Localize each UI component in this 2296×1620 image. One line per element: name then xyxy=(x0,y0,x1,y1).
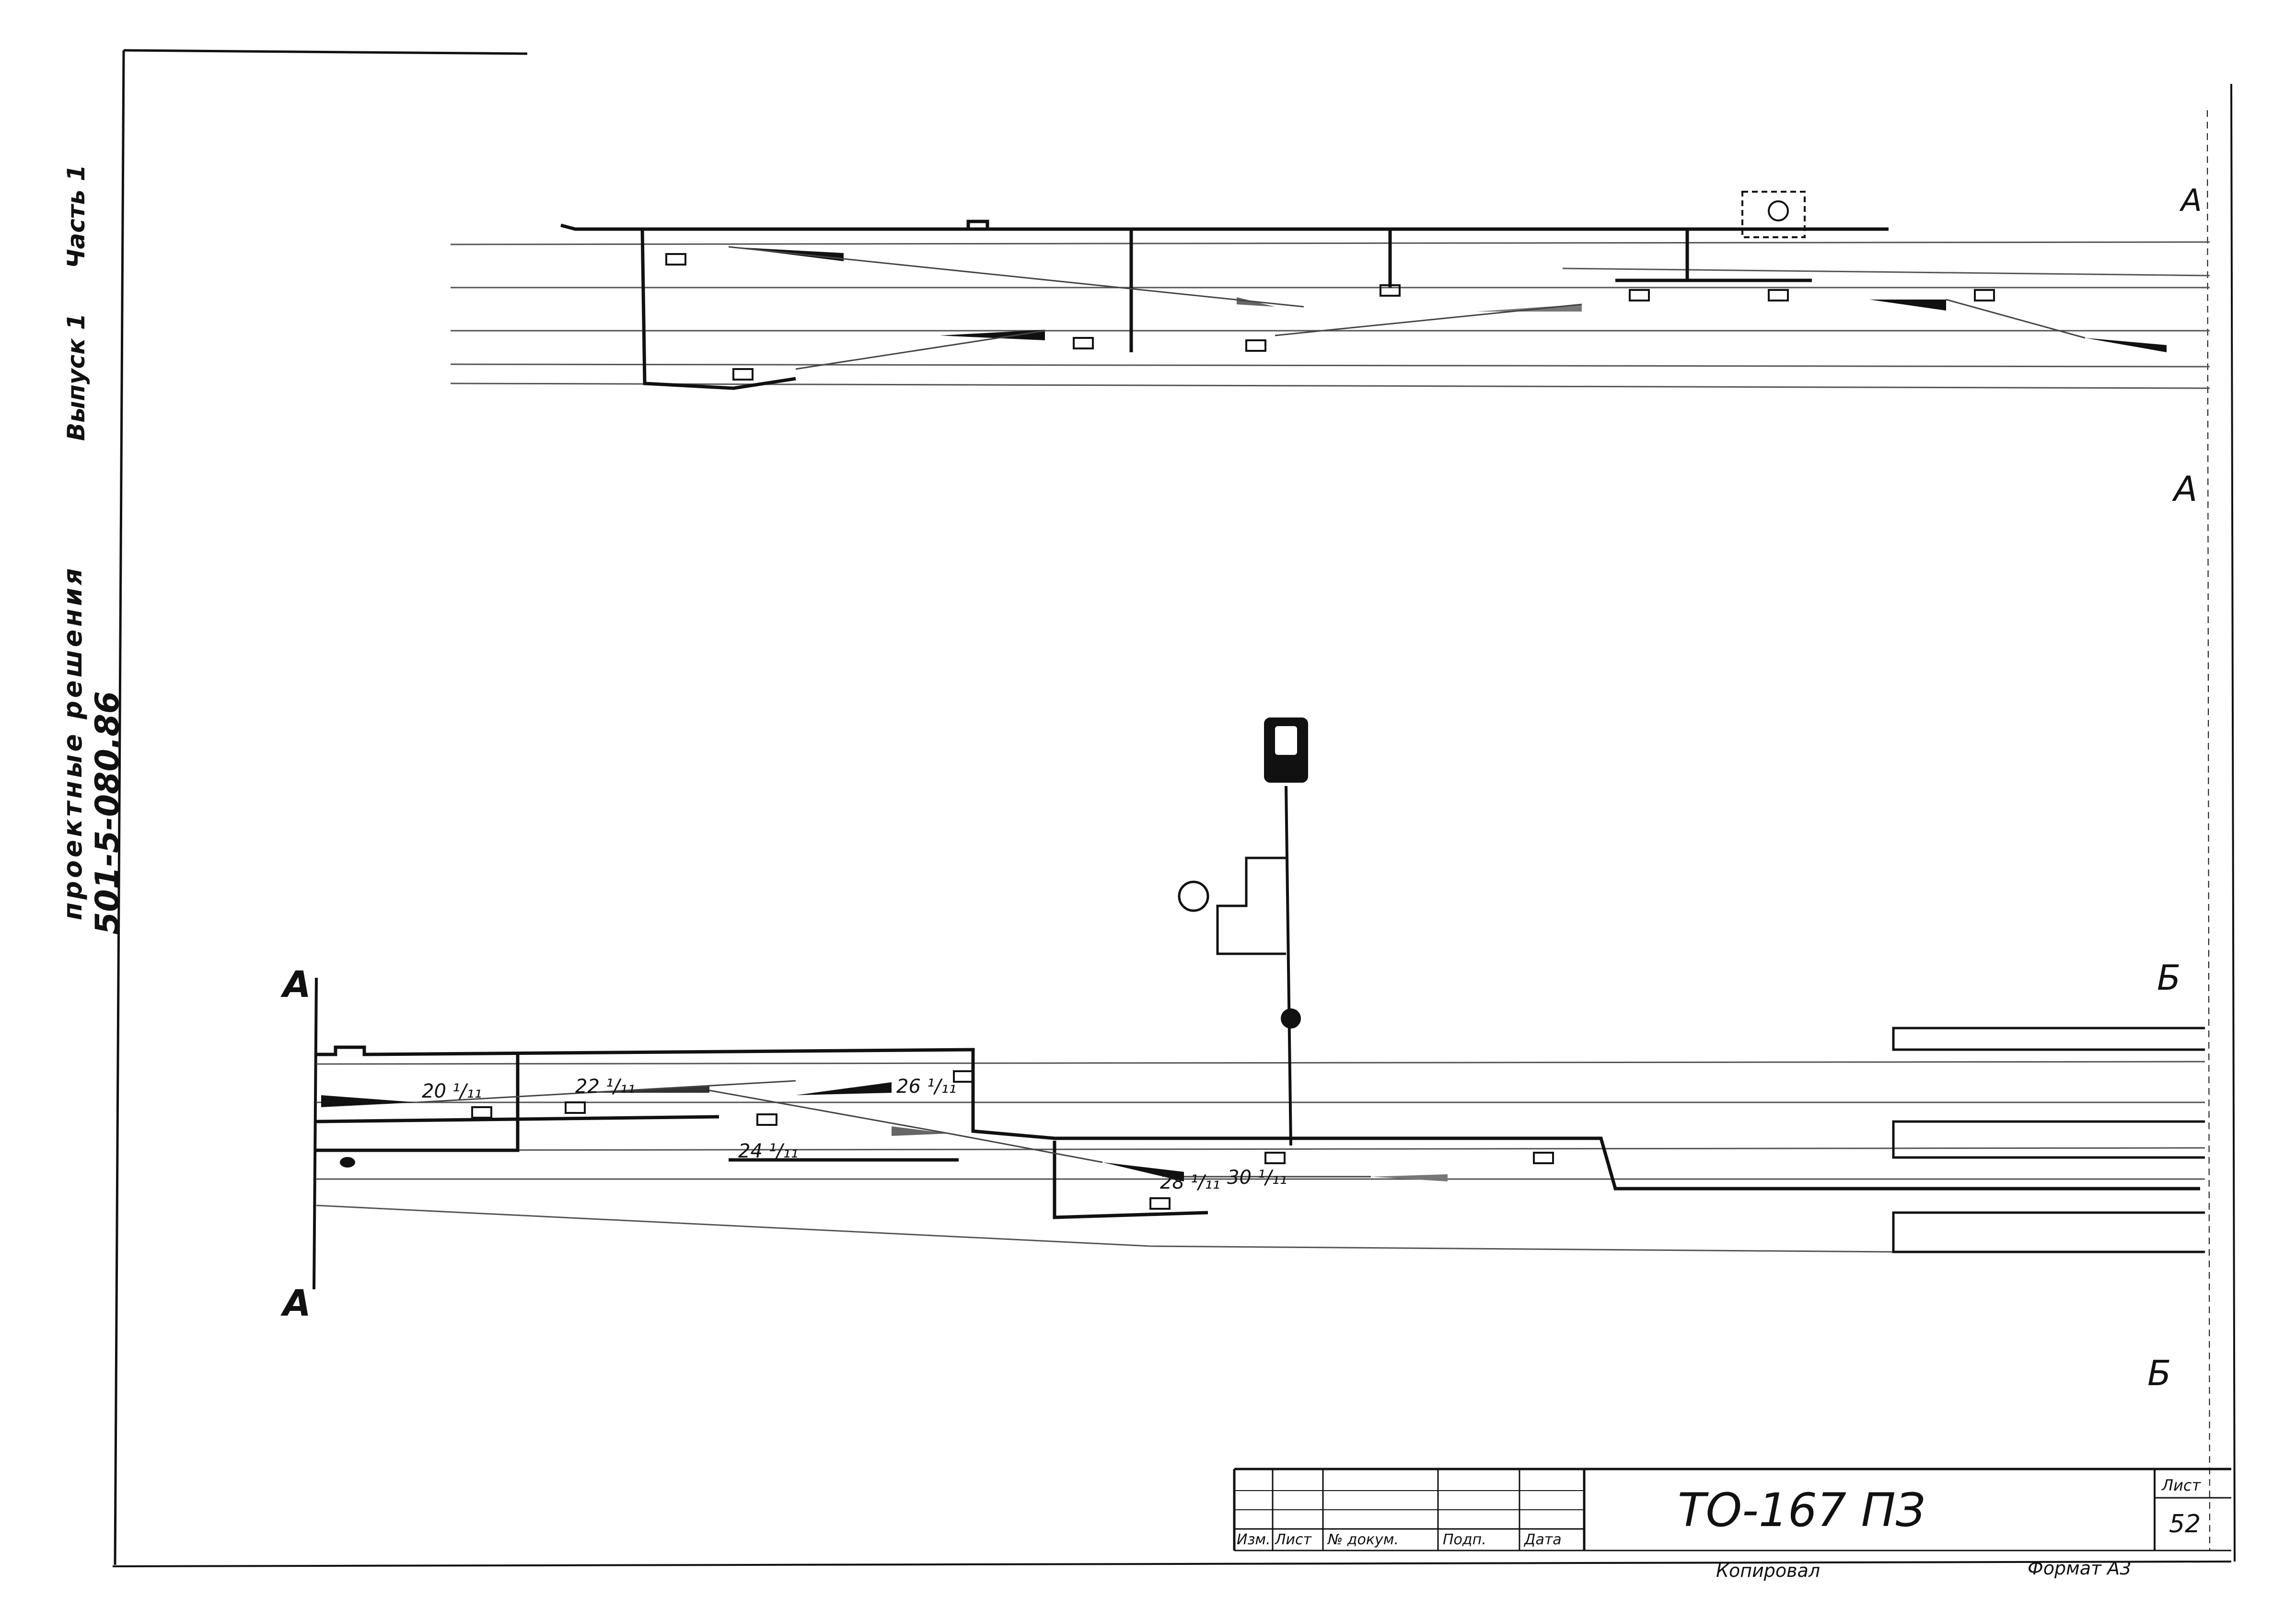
tb-col-podp: Подп. xyxy=(1443,1531,1486,1548)
label-turnout-26: 26 ¹/₁₁ xyxy=(896,1076,956,1098)
top-devices xyxy=(665,191,1995,381)
lower-plan xyxy=(313,717,2205,1290)
signal-tower xyxy=(1178,717,1308,1146)
top-cable-route xyxy=(560,220,1889,390)
label-turnout-30: 30 ¹/₁₁ xyxy=(1227,1167,1287,1189)
turnout-labels: 20 ¹/₁₁ 22 ¹/₁₁ 26 ¹/₁₁ 24 ¹/₁₁ 28 ¹/₁₁ … xyxy=(422,1076,1287,1193)
lower-cable-route xyxy=(316,1045,2200,1219)
lower-platform-outlines xyxy=(1892,1027,2205,1253)
label-turnout-22: 22 ¹/₁₁ xyxy=(575,1076,635,1098)
label-turnout-28: 28 ¹/₁₁ xyxy=(1160,1171,1220,1193)
left-section-line xyxy=(313,977,318,1290)
section-marks: А А А А Б Б xyxy=(280,183,2202,1393)
top-turnout-wedges xyxy=(729,247,2167,352)
margin-note-project: проектные решения xyxy=(58,565,88,920)
tb-col-data: Дата xyxy=(1524,1531,1562,1548)
margin-note-series: 501-5-080.86 xyxy=(89,691,127,935)
mark-a-top-1: А xyxy=(2179,183,2202,219)
mark-b-right-1: Б xyxy=(2157,958,2180,998)
tb-format: Формат А3 xyxy=(2028,1558,2132,1579)
drawing-frame xyxy=(112,49,2236,1567)
top-plan xyxy=(450,191,2210,390)
top-diverging-tracks xyxy=(728,246,2086,370)
tb-col-doc: № докум. xyxy=(1328,1531,1399,1548)
label-turnout-20: 20 ¹/₁₁ xyxy=(422,1080,482,1102)
mark-a-left-1: А xyxy=(280,963,311,1006)
mark-a-left-2: А xyxy=(280,1282,311,1324)
lower-devices xyxy=(340,1070,1554,1210)
label-turnout-24: 24 ¹/₁₁ xyxy=(738,1140,798,1162)
tb-col-list: Лист xyxy=(1275,1531,1312,1548)
tb-designation: ТО-167 ПЗ xyxy=(1678,1483,1925,1537)
top-track-lines xyxy=(450,241,2210,389)
margin-note-part: Часть 1 xyxy=(62,164,90,268)
mark-a-top-2: А xyxy=(2172,469,2197,509)
tb-copied: Копировал xyxy=(1716,1560,1821,1581)
tb-sheet-number: 52 xyxy=(2169,1510,2201,1539)
title-block-grid xyxy=(1233,1468,2231,1551)
mark-b-right-2: Б xyxy=(2147,1353,2171,1393)
tb-sheet-label: Лист xyxy=(2162,1476,2201,1494)
lower-diverging-tracks xyxy=(417,1080,1371,1178)
margin-note-issue: Выпуск 1 xyxy=(62,313,90,441)
tb-col-izm: Изм. xyxy=(1237,1531,1271,1548)
lower-track-lines xyxy=(316,1061,2205,1253)
